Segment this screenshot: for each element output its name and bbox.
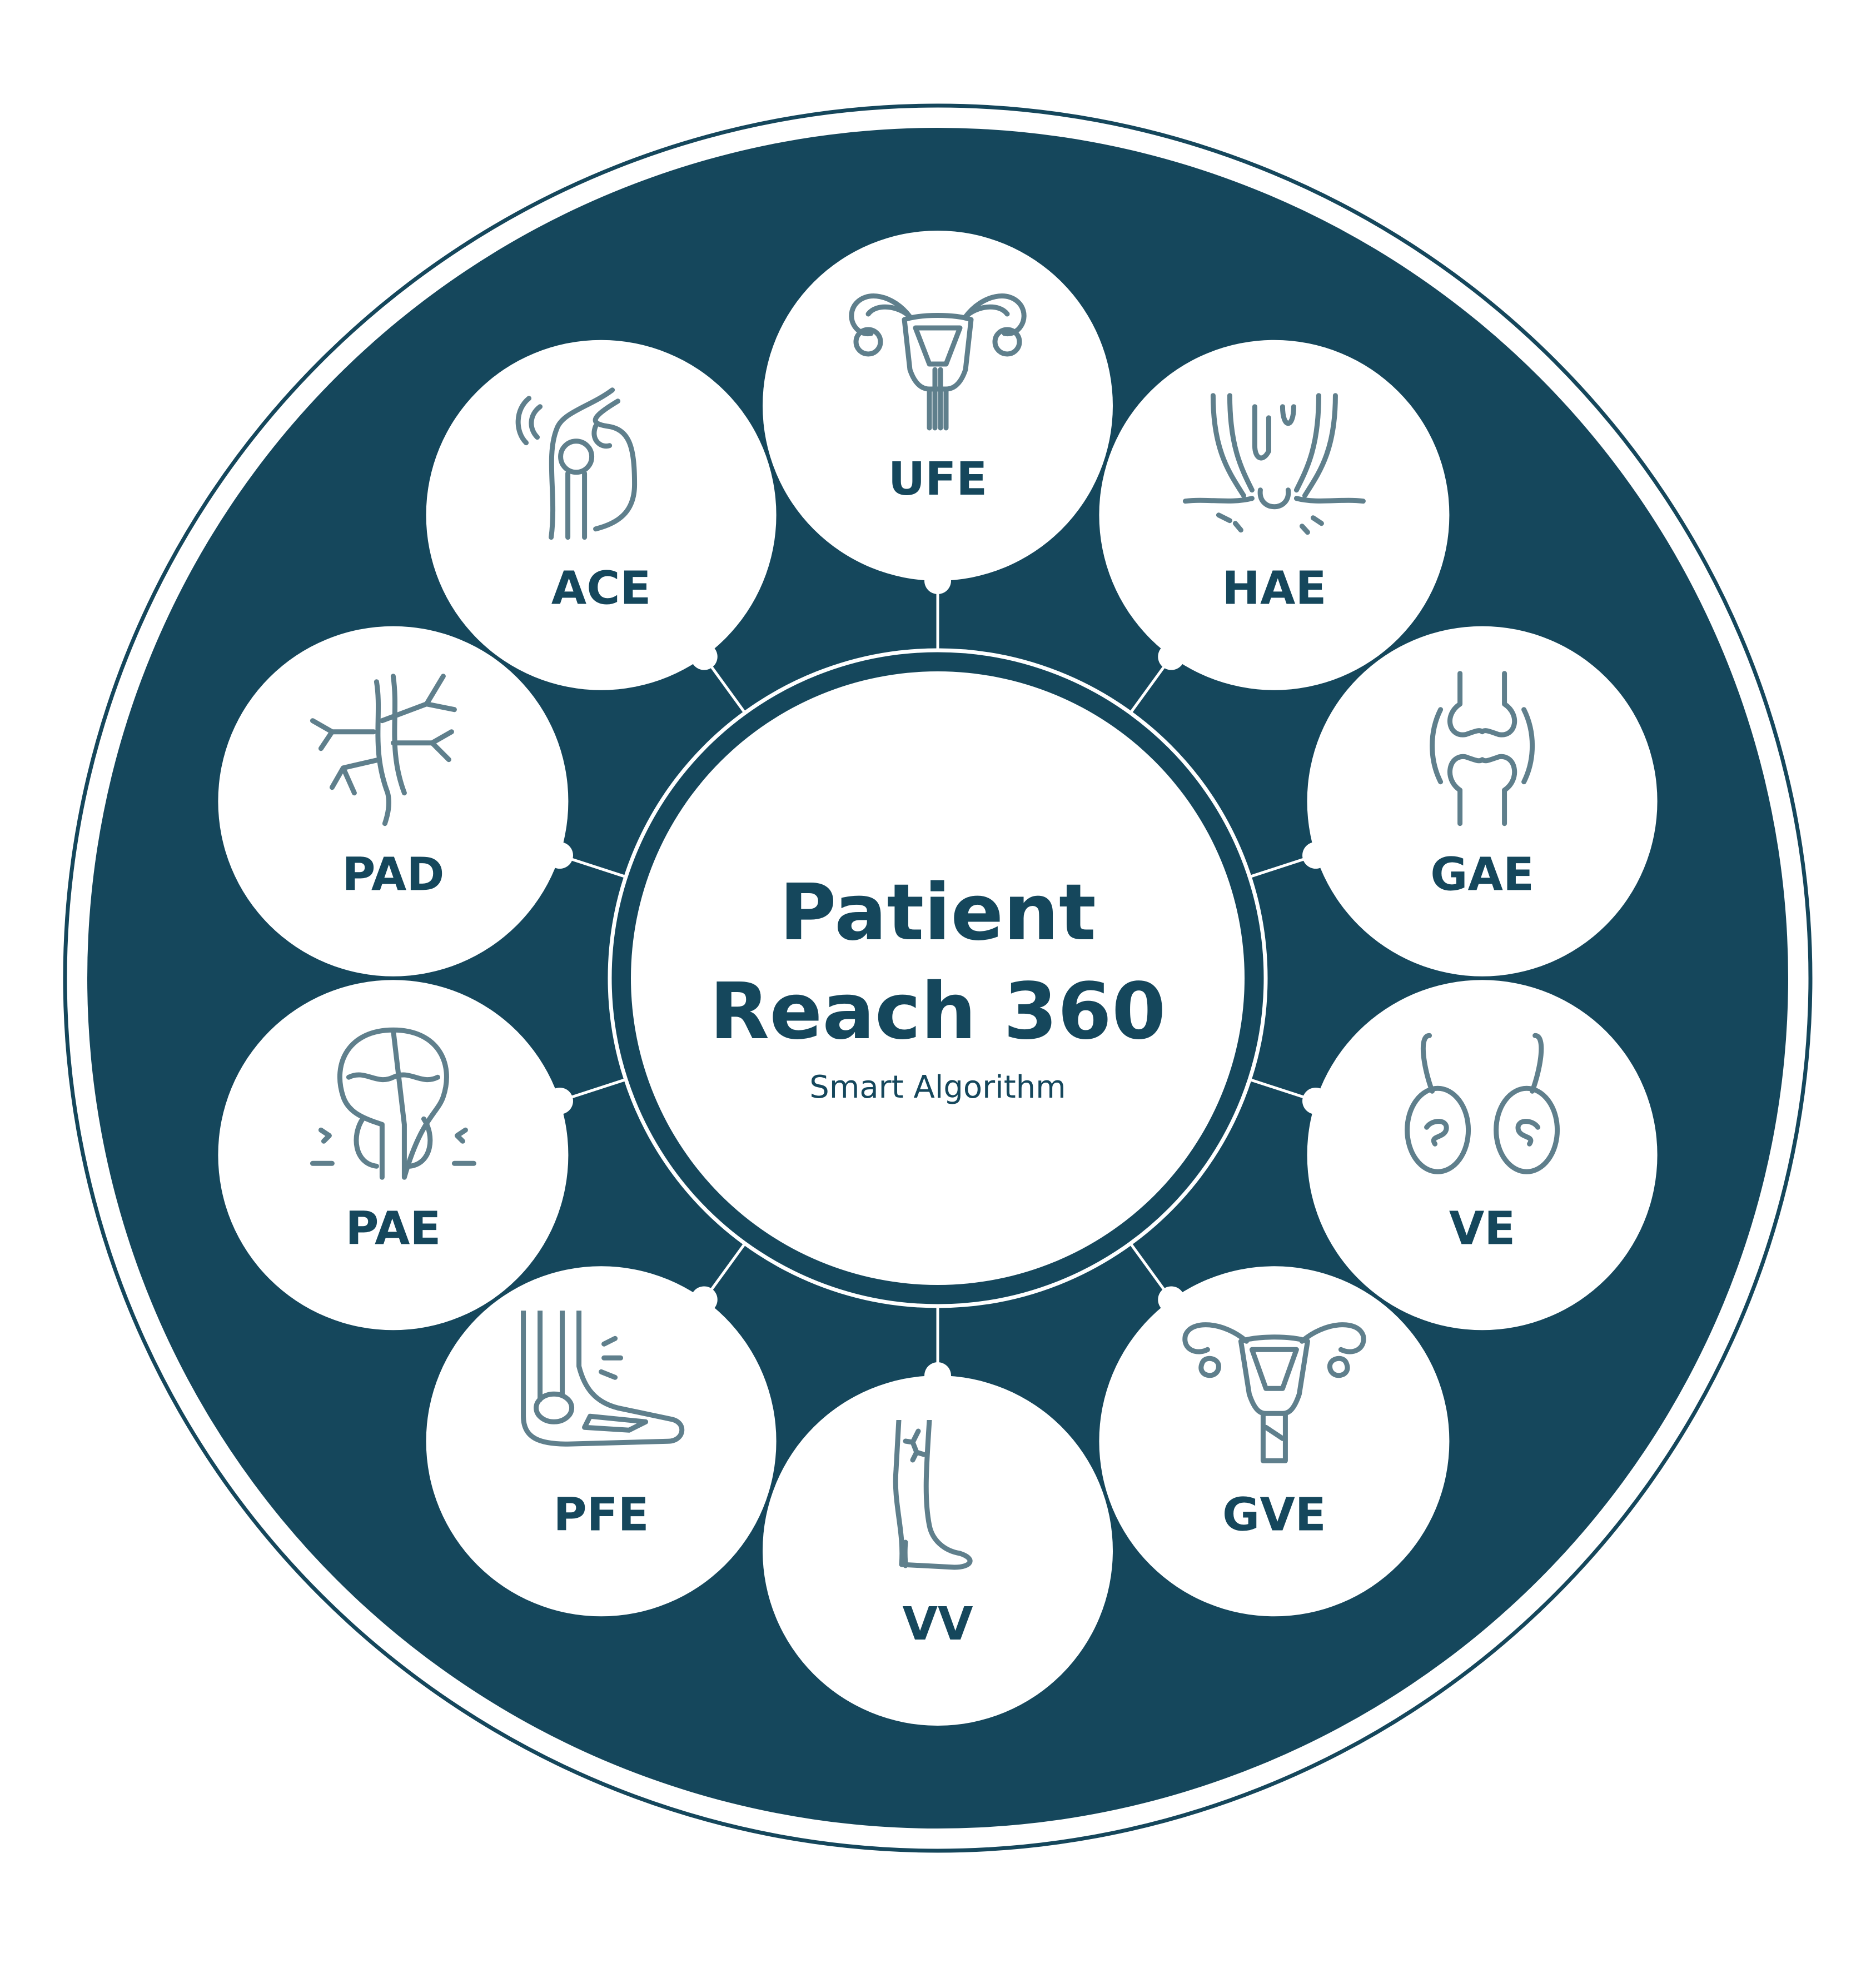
node-pad: PAD xyxy=(218,626,569,976)
node-circle xyxy=(218,980,569,1331)
node-label: PFE xyxy=(554,1488,649,1541)
node-circle xyxy=(218,626,569,976)
node-hae: HAE xyxy=(1099,340,1450,690)
node-label: HAE xyxy=(1222,562,1326,615)
node-label: GVE xyxy=(1222,1488,1326,1541)
node-circle xyxy=(763,1376,1113,1726)
node-label: UFE xyxy=(888,453,988,506)
node-circle xyxy=(1307,626,1658,976)
node-pfe: PFE xyxy=(426,1266,777,1617)
node-gve: GVE xyxy=(1099,1266,1450,1617)
node-circle xyxy=(763,231,1113,581)
node-label: VV xyxy=(903,1598,973,1651)
hub-title-line2: Reach 360 xyxy=(710,966,1166,1057)
node-ufe: UFE xyxy=(763,231,1113,581)
outer-ring-border xyxy=(63,103,1813,1853)
node-label: VE xyxy=(1449,1202,1515,1255)
node-label: GAE xyxy=(1430,849,1534,901)
hub-subtitle: Smart Algorithm xyxy=(809,1069,1066,1105)
node-pae: PAE xyxy=(218,980,569,1331)
node-label: PAE xyxy=(345,1202,441,1255)
node-vv: VV xyxy=(763,1376,1113,1726)
node-ace: ACE xyxy=(426,340,777,690)
node-circle xyxy=(1099,340,1450,690)
node-label: ACE xyxy=(551,562,651,615)
hub xyxy=(631,671,1245,1285)
node-circle xyxy=(1307,980,1658,1331)
node-ve: VE xyxy=(1307,980,1658,1331)
node-group: UFE HAE GAE VE GVE VV PFE PAE PAD ACE xyxy=(218,231,1658,1726)
hub-ring xyxy=(608,648,1268,1308)
node-label: PAD xyxy=(342,849,444,901)
hub-title-line1: Patient xyxy=(779,868,1096,958)
node-circle xyxy=(426,340,777,690)
node-gae: GAE xyxy=(1307,626,1658,976)
node-circle xyxy=(1099,1266,1450,1617)
